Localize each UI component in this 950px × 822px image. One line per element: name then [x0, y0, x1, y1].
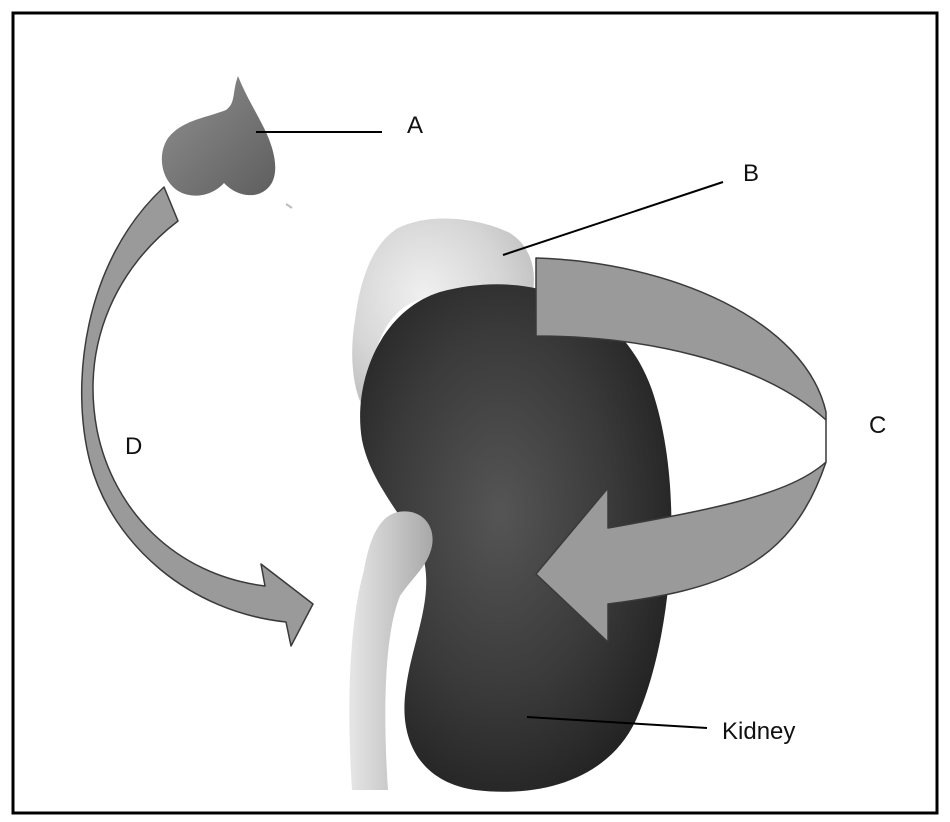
- label-d: D: [125, 433, 142, 460]
- label-a: A: [407, 112, 423, 139]
- label-c: C: [869, 412, 886, 439]
- label-kidney: Kidney: [722, 718, 795, 745]
- label-b: B: [743, 160, 759, 187]
